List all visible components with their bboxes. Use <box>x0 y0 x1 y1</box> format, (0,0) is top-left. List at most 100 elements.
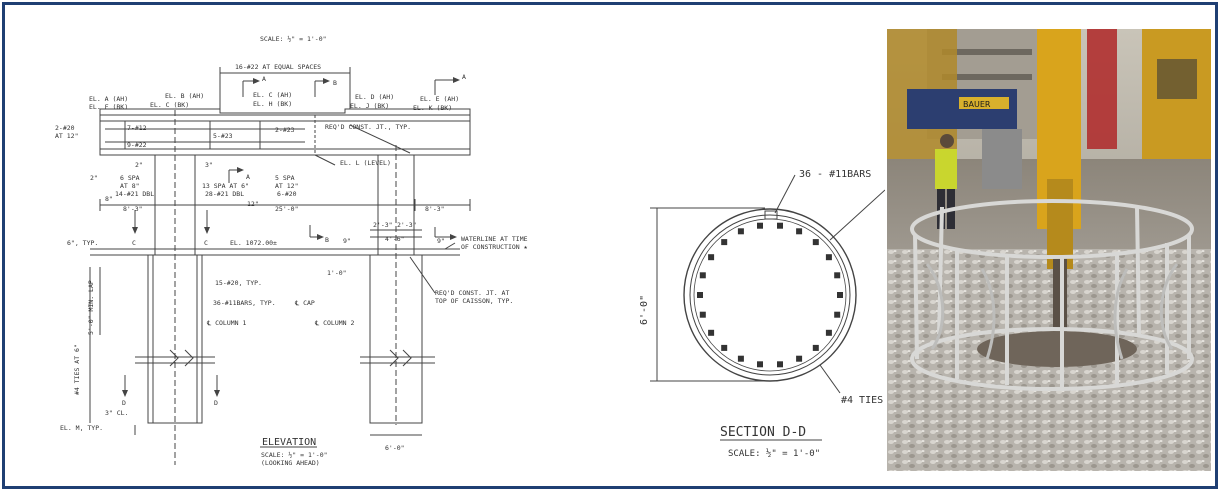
b7-label: 7-#12 <box>127 124 147 132</box>
bars36-label: 36-#11BARS, TYP. <box>213 299 276 307</box>
spaces-label: 16-#22 AT EQUAL SPACES <box>235 63 321 71</box>
at12-label: AT 12" <box>55 132 78 140</box>
cap-label: ℄ CAP <box>294 299 315 307</box>
dim-12in: 12" <box>247 200 259 208</box>
caisson-jt-line1: REQ'D CONST. JT. AT <box>435 289 509 297</box>
dim-3in: 3" <box>205 161 213 169</box>
section-bars-label: 36 - #11BARS <box>799 169 871 180</box>
r14-label: 14-#21 DBL <box>115 190 154 198</box>
machine-sign-text: BAUER <box>963 100 991 109</box>
cut-c-right: C <box>204 239 208 247</box>
rebar-dot <box>796 355 803 362</box>
elevation-scale: SCALE: ½" = 1'-0" <box>261 451 328 459</box>
dim-9-a: 9" <box>343 237 351 245</box>
el-bottom-label: EL. 1072.00± <box>230 239 277 247</box>
r28-label: 28-#21 DBL <box>205 190 244 198</box>
elevation-looking: (LOOKING AHEAD) <box>261 459 320 467</box>
waterline-line2: OF CONSTRUCTION ★ <box>461 243 528 251</box>
el-j-label: EL. J (BK) <box>350 102 389 110</box>
rebar-dot <box>834 272 841 279</box>
el-d-label: EL. D (AH) <box>355 93 394 101</box>
rebar-dot <box>825 254 832 261</box>
el-b-label: EL. B (AH) <box>165 92 204 100</box>
cut-c-left: C <box>132 239 136 247</box>
scale-top: SCALE: ½" = 1'-0" <box>260 35 327 43</box>
machine-sign <box>959 97 1009 109</box>
cut-a-mid: A <box>246 173 250 181</box>
rebar-dots <box>697 222 843 368</box>
b9-label: 9-#22 <box>127 141 147 149</box>
rebar-dot <box>757 361 763 368</box>
el-h-label: EL. H (BK) <box>253 100 292 108</box>
cut-b-low: B <box>325 236 329 244</box>
dim-9-b: 9" <box>437 237 445 245</box>
cut-a-top: A <box>262 75 266 83</box>
column2-label: ℄ COLUMN 2 <box>314 319 354 327</box>
caisson-jt-line2: TOP OF CAISSON, TYP. <box>435 297 513 305</box>
b2-label: 2-#23 <box>275 126 295 134</box>
tie-circle <box>689 214 851 376</box>
ties-elev-label: #4 TIES AT 6" <box>73 344 81 395</box>
dim-2in-side: 2" <box>90 174 98 182</box>
section-title: SECTION D-D <box>720 425 806 440</box>
bars-2-20-label: 2-#20 <box>55 124 75 132</box>
figure-frame: SCALE: ½" = 1'-0" 16-#22 AT EQUAL SPACES… <box>2 2 1218 489</box>
elevation-drawing: SCALE: ½" = 1'-0" 16-#22 AT EQUAL SPACES… <box>55 35 528 467</box>
reqd-jt-label: REQ'D CONST. JT., TYP. <box>325 123 411 131</box>
rebar-dot <box>812 344 819 351</box>
dim-8-3-left: 8'-3" <box>123 205 143 213</box>
at12b-label: AT 12" <box>275 182 298 190</box>
dim-8in: 8" <box>105 195 113 203</box>
cut-a-right: A <box>462 73 466 81</box>
rebar-dot <box>699 272 706 279</box>
rebar-dot <box>708 329 715 336</box>
caisson-outline <box>683 208 857 382</box>
el-f-label: EL. F (BK) <box>89 103 128 111</box>
rebar-dot <box>708 254 715 261</box>
auger <box>977 331 1137 367</box>
el-k-label: EL. K (BK) <box>413 104 452 112</box>
rebar-dot <box>721 344 728 351</box>
rebar-dot <box>777 361 783 368</box>
rebar-dot <box>721 239 728 246</box>
drilling-photo: BAUER <box>887 29 1211 471</box>
dim-2in: 2" <box>135 161 143 169</box>
dim-25-0: 25'-0" <box>275 205 298 213</box>
at8-label: AT 8" <box>120 182 140 190</box>
dim-2-3-b: 2'-3" <box>397 221 417 229</box>
el-c-bk-label: EL. C (BK) <box>150 101 189 109</box>
el-e-label: EL. E (AH) <box>420 95 459 103</box>
cl3-label: 3" CL. <box>105 409 128 417</box>
rebar-dot <box>777 222 783 229</box>
bars15-label: 15-#20, TYP. <box>215 279 262 287</box>
typ6-label: 6", TYP. <box>67 239 98 247</box>
dim-4-6: 4'-6" <box>385 235 405 243</box>
waterline-line1: WATERLINE AT TIME <box>461 235 528 243</box>
el-l-label: EL. L (LEVEL) <box>340 159 391 167</box>
rebar-dot <box>812 239 819 246</box>
spa13-label: 13 SPA AT 6" <box>202 182 249 190</box>
cut-d-right: D <box>214 399 218 407</box>
cut-b-top: B <box>333 79 337 87</box>
rebar-dot <box>737 355 744 362</box>
column1-label: ℄ COLUMN 1 <box>206 319 246 327</box>
rebar-dot <box>834 311 841 318</box>
lap-label: 5'-0" MIN. LAP <box>87 280 95 335</box>
section-ties-label: #4 TIES <box>841 395 883 406</box>
rebar-dot <box>699 311 706 318</box>
dim-2-3-a: 2'-3" <box>373 221 393 229</box>
rebar-cage <box>910 199 1194 391</box>
section-scale: SCALE: ½" = 1'-0" <box>728 448 820 459</box>
elevation-title: ELEVATION <box>262 437 316 448</box>
r6-label: 6-#20 <box>277 190 297 198</box>
rebar-dot <box>825 329 832 336</box>
b5-label: 5-#23 <box>213 132 233 140</box>
el-m-label: EL. M, TYP. <box>60 424 103 432</box>
dim-6-0: 6'-0" <box>385 444 405 452</box>
rebar-dot <box>796 228 803 235</box>
cut-d-left: D <box>122 399 126 407</box>
section-dia-label: 6'-0" <box>639 295 650 325</box>
rebar-dot <box>837 292 843 298</box>
el-c-ah-label: EL. C (AH) <box>253 91 292 99</box>
spa5-label: 5 SPA <box>275 174 295 182</box>
